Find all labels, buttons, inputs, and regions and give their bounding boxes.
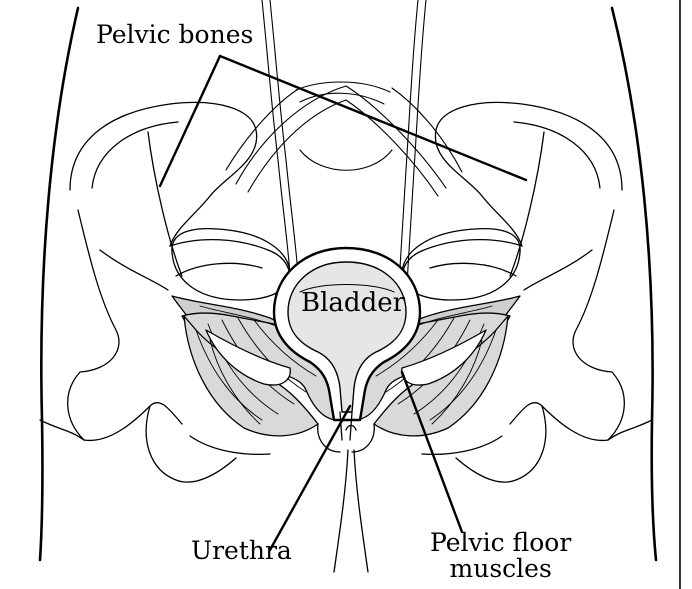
body-outline-right xyxy=(612,8,656,560)
pelvic-floor-label-line2: muscles xyxy=(430,556,571,582)
lower-canal-right xyxy=(354,450,368,572)
urethra-label: Urethra xyxy=(191,538,292,564)
right-obturator xyxy=(402,229,520,300)
bladder-label: Bladder xyxy=(301,290,405,317)
left-obturator xyxy=(172,229,290,300)
lower-canal-left xyxy=(334,450,348,572)
leader-pelvic-bones-right xyxy=(220,56,526,180)
pelvic-floor-muscles-label: Pelvic floor muscles xyxy=(430,530,571,583)
pelvic-floor-label-line1: Pelvic floor xyxy=(430,530,571,556)
body-outline-left xyxy=(40,8,78,560)
leader-pelvic-bones-left xyxy=(160,56,220,186)
pelvic-bones-label: Pelvic bones xyxy=(96,22,253,48)
